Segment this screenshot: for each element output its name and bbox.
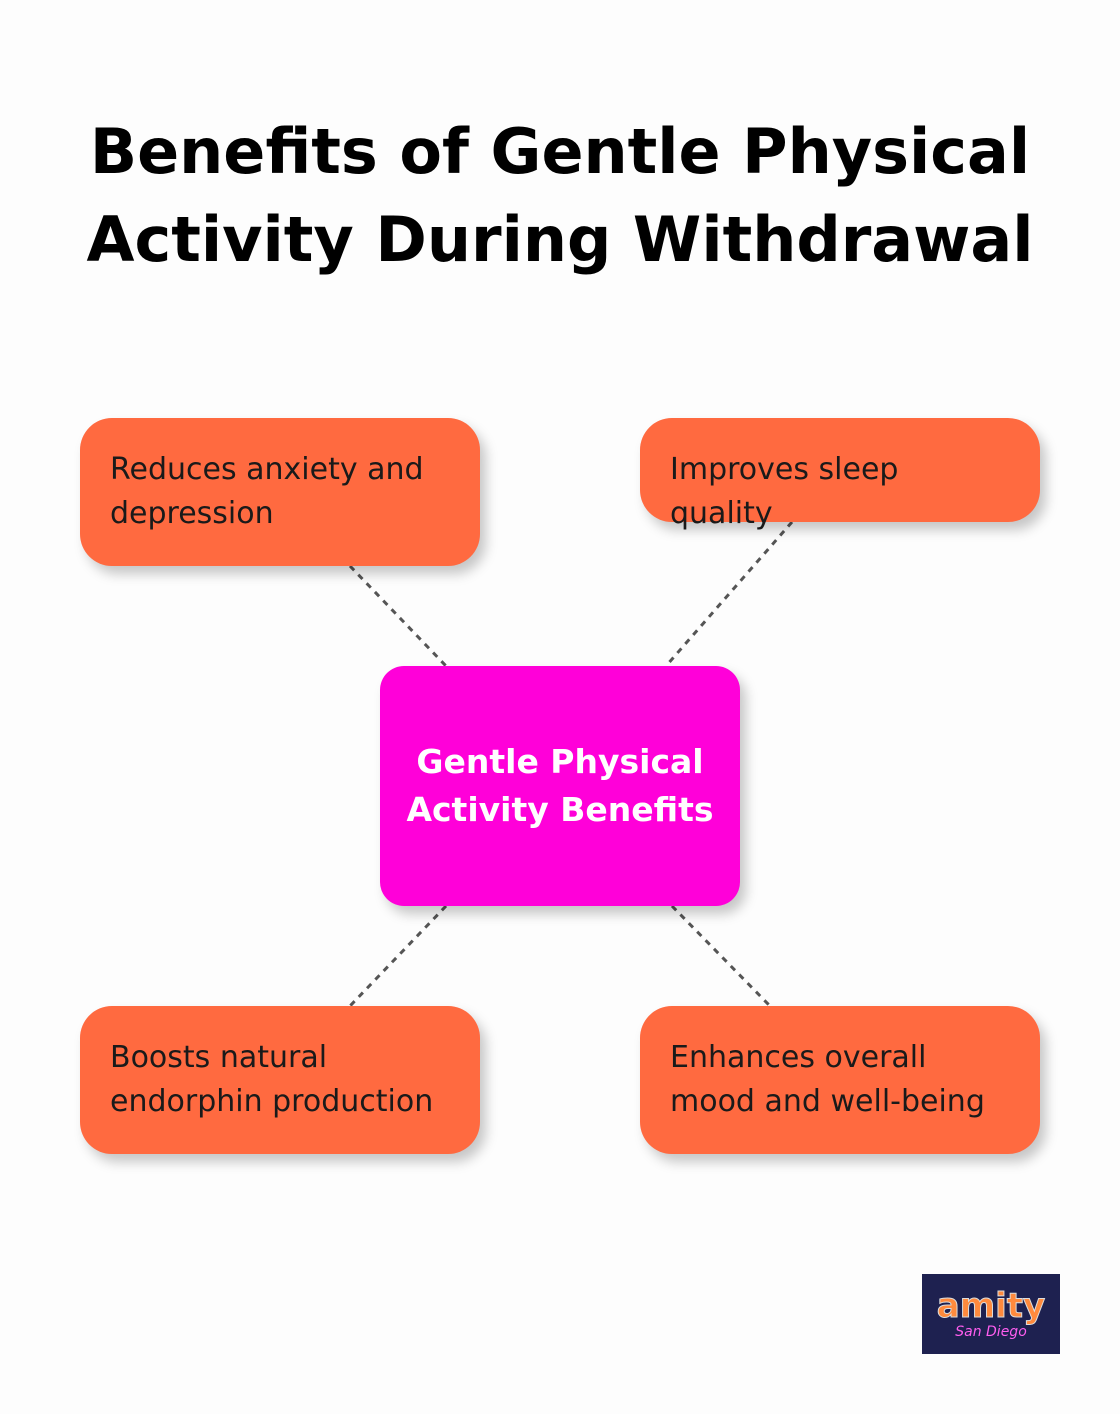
logo-name: amity: [936, 1286, 1046, 1326]
connector-bottom-right: [670, 904, 772, 1008]
benefit-box: Improves sleep quality: [640, 418, 1040, 531]
benefit-box: Boosts natural endorphin production: [80, 1006, 480, 1154]
center-label: Gentle Physical Activity Benefits: [406, 742, 714, 829]
connector-top-left: [348, 564, 448, 668]
page-title: Benefits of Gentle Physical Activity Dur…: [86, 115, 1034, 276]
connector-top-right: [664, 521, 794, 667]
benefit-box: Enhances overall mood and well-being: [640, 1006, 1040, 1154]
benefit-box: Reduces anxiety and depression: [80, 418, 480, 566]
logo-sub: San Diego: [955, 1324, 1027, 1340]
center-node: Gentle Physical Activity Benefits: [380, 666, 740, 906]
connector-bottom-left: [348, 904, 448, 1008]
amity-logo: amity San Diego: [922, 1274, 1060, 1354]
